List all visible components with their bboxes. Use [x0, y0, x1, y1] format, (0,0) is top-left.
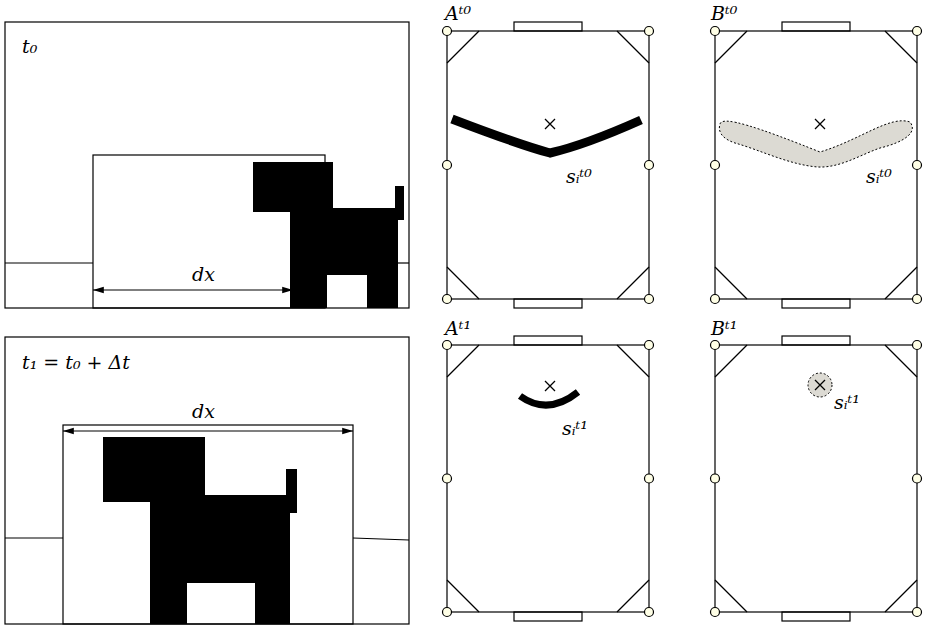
segment-label: sᵢᵗ¹	[562, 418, 588, 439]
panel-frame-part	[885, 267, 917, 299]
panel-frame-part	[711, 295, 720, 304]
panel-label: Bᵗ⁰	[711, 3, 737, 24]
panel-frame-part	[715, 345, 747, 377]
panel-frame-part	[443, 341, 452, 350]
panel-frame-part	[447, 267, 479, 299]
panel-frame-part	[782, 299, 850, 308]
panel-frame-part	[782, 336, 850, 345]
panel-frame-part	[715, 31, 917, 299]
panel-frame-part	[711, 608, 720, 617]
panel-frame-part	[447, 345, 649, 612]
time-label: t₀	[22, 36, 37, 57]
panel-frame-part	[913, 474, 922, 483]
panel-label: Aᵗ⁰	[445, 3, 471, 24]
segment-label: sᵢᵗ⁰	[566, 166, 592, 187]
panel-frame-part	[443, 27, 452, 36]
dimension-label: dx	[190, 264, 217, 285]
panel-frame-part	[645, 161, 654, 170]
panel-frame-part	[514, 612, 582, 621]
panel-frame-part	[885, 580, 917, 612]
panel-frame-part	[645, 27, 654, 36]
time-label: t₁ = t₀ + Δt	[22, 352, 130, 373]
panel-frame-part	[447, 31, 479, 63]
panel-frame-part	[711, 341, 720, 350]
panel-frame-part	[885, 345, 917, 377]
panel-frame-part	[645, 295, 654, 304]
panel-frame-part	[443, 295, 452, 304]
panel-frame-part	[447, 345, 479, 377]
panel-frame-part	[782, 22, 850, 31]
panel-frame-part	[715, 580, 747, 612]
dimension-label: dx	[190, 401, 217, 422]
panel-frame-part	[443, 161, 452, 170]
panel-frame-part	[645, 608, 654, 617]
panel-frame-part	[617, 580, 649, 612]
panel-frame-part	[443, 608, 452, 617]
panel-frame-part	[913, 341, 922, 350]
panel-frame-part	[617, 267, 649, 299]
panel-frame-part	[645, 341, 654, 350]
panel-frame-part	[913, 608, 922, 617]
panel-frame-part	[782, 612, 850, 621]
panel-frame-part	[514, 336, 582, 345]
panel-frame-part	[514, 299, 582, 308]
panel-frame-part	[715, 267, 747, 299]
panel-label: Bᵗ¹	[711, 318, 737, 339]
panel-frame-part	[443, 474, 452, 483]
panel-frame-part	[645, 474, 654, 483]
panel-frame-part	[711, 27, 720, 36]
panel-frame-part	[447, 31, 649, 299]
panel-frame-part	[913, 27, 922, 36]
panel-frame-part	[715, 31, 747, 63]
panel-frame-part	[711, 161, 720, 170]
panel-label: Aᵗ¹	[445, 318, 471, 339]
panel-frame-part	[715, 345, 917, 612]
segment-label: sᵢᵗ⁰	[866, 166, 892, 187]
segment-label: sᵢᵗ¹	[834, 392, 860, 413]
panel-frame-part	[617, 345, 649, 377]
panel-frame-part	[711, 474, 720, 483]
panel-frame-part	[913, 161, 922, 170]
panel-frame-part	[514, 22, 582, 31]
panel-frame-part	[617, 31, 649, 63]
panel-frame-part	[447, 580, 479, 612]
panel-frame-part	[913, 295, 922, 304]
panel-frame-part	[885, 31, 917, 63]
